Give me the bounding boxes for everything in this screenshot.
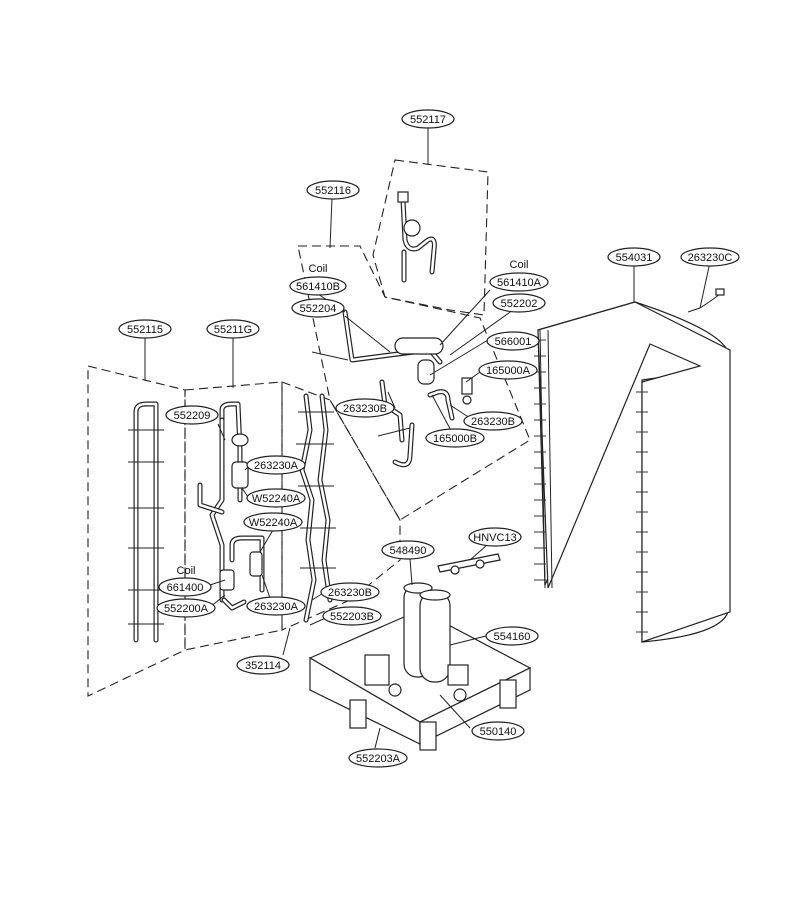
label-text: 552204 [300, 303, 337, 315]
label-text: 165000A [486, 365, 531, 377]
note-coil-561410B: Coil [309, 263, 328, 275]
label-165000B: 165000B [425, 428, 485, 448]
note-coil-561410A: Coil [510, 259, 529, 271]
label-text: 552203A [356, 753, 401, 765]
label-263230B-low: 263230B [320, 582, 380, 602]
boundary-352114 [281, 381, 401, 631]
label-566001: 566001 [486, 331, 540, 351]
label-text: 554031 [616, 252, 653, 264]
label-text: 552200A [164, 603, 209, 615]
label-55211G: 55211G [206, 319, 260, 339]
label-text: 263230C [688, 252, 733, 264]
boundary-552117 [372, 159, 489, 316]
label-W52240A-top: W52240A [246, 488, 306, 508]
label-text: 165000B [433, 433, 477, 445]
side-piping-552115 [128, 401, 164, 643]
label-263230B-top: 263230B [335, 398, 395, 418]
heat-exchanger-554031 [534, 301, 731, 643]
label-352114: 352114 [236, 655, 290, 675]
note-coil-661400: Coil [177, 565, 196, 577]
label-text: 561410A [497, 277, 542, 289]
label-552204: 552204 [291, 298, 345, 318]
label-text: 552117 [410, 114, 446, 126]
label-text: W52240A [249, 517, 298, 529]
label-552200A: 552200A [156, 598, 216, 618]
valve-assembly-552117 [397, 191, 437, 283]
label-text: 263230B [343, 403, 387, 415]
label-text: 554160 [494, 631, 531, 643]
label-text: 548490 [390, 545, 427, 557]
sensor-263230C [687, 288, 725, 313]
label-552209: 552209 [165, 405, 219, 425]
label-text: 566001 [495, 336, 532, 348]
label-263230A-top: 263230A [246, 455, 306, 475]
label-text: 263230B [328, 587, 372, 599]
label-165000A: 165000A [478, 360, 538, 380]
label-text: W52240A [252, 493, 301, 505]
label-561410A: 561410A [489, 272, 549, 292]
label-552202: 552202 [492, 293, 546, 313]
label-263230A-bottom: 263230A [246, 596, 306, 616]
compressor-right [419, 589, 451, 683]
label-554160: 554160 [485, 626, 539, 646]
label-W52240A-bottom: W52240A [243, 512, 303, 532]
label-552203A: 552203A [348, 748, 408, 768]
label-552203B: 552203B [322, 606, 382, 626]
label-552117: 552117 [401, 109, 455, 129]
label-text: 263230A [254, 601, 299, 613]
label-text: 55211G [214, 324, 252, 336]
label-554031: 554031 [607, 247, 661, 267]
label-548490: 548490 [381, 540, 435, 560]
label-561410B: 561410B [289, 276, 347, 296]
label-552116: 552116 [306, 180, 360, 200]
label-263230B-right: 263230B [463, 411, 523, 431]
label-text: 552116 [315, 185, 351, 197]
label-text: 352114 [245, 660, 281, 672]
label-text: 552202 [501, 298, 538, 310]
label-text: 661400 [167, 582, 204, 594]
wiring-harness-352114 [296, 393, 336, 623]
label-text: 552203B [330, 611, 374, 623]
label-text: 263230A [254, 460, 299, 472]
label-text: 550140 [480, 726, 517, 738]
boundary-552115 [87, 365, 186, 697]
boundary-55211G [184, 381, 283, 651]
label-text: 552209 [174, 410, 211, 422]
fins-right [636, 391, 648, 633]
label-552115: 552115 [118, 319, 172, 339]
label-text: HNVC13 [473, 532, 516, 544]
label-661400: 661400 [158, 577, 212, 597]
reactor-HNVC13 [437, 553, 501, 575]
label-550140: 550140 [471, 721, 525, 741]
label-263230C: 263230C [680, 247, 740, 267]
label-bubbles: 552117 552116 561410B 552204 561410A 552… [118, 109, 740, 768]
label-text: 552115 [127, 324, 163, 336]
label-HNVC13: HNVC13 [468, 527, 522, 547]
label-text: 561410B [296, 281, 340, 293]
coil-notes: Coil Coil Coil [177, 259, 529, 577]
piping-assembly-55211G [197, 401, 265, 611]
label-text: 263230B [471, 416, 515, 428]
leader-lines [144, 128, 711, 749]
base-assembly [308, 582, 532, 751]
